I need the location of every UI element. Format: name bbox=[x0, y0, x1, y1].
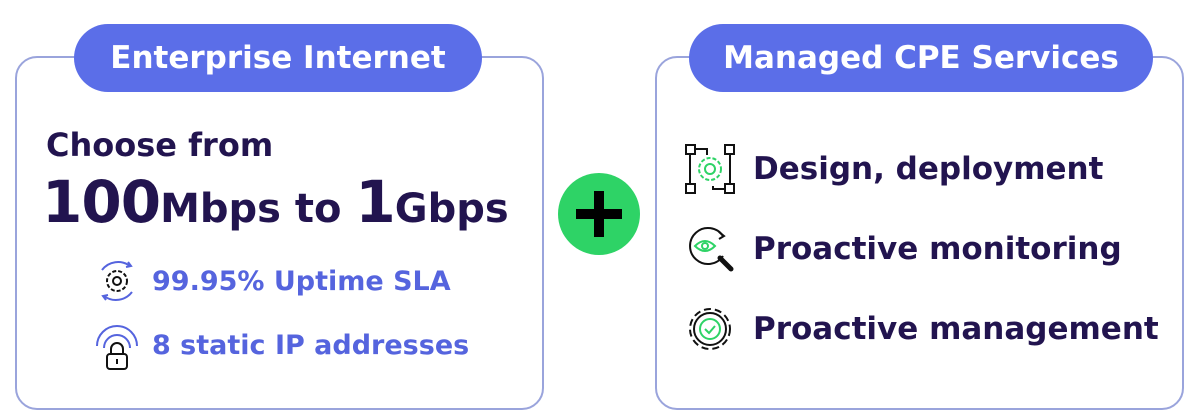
enterprise-internet-title: Enterprise Internet bbox=[74, 24, 482, 92]
managed-cpe-title: Managed CPE Services bbox=[689, 24, 1153, 92]
gear-check-icon bbox=[683, 302, 737, 356]
feature-label: 8 static IP addresses bbox=[152, 329, 470, 361]
feature-label: 99.95% Uptime SLA bbox=[152, 265, 451, 297]
service-design: Design, deployment bbox=[683, 142, 1103, 196]
service-monitoring: Proactive monitoring bbox=[683, 222, 1122, 276]
gear-refresh-icon bbox=[92, 256, 142, 306]
feature-static-ip: 8 static IP addresses bbox=[92, 318, 469, 372]
service-label: Proactive monitoring bbox=[753, 231, 1122, 267]
speed-range: 100Mbps to 1Gbps bbox=[42, 168, 509, 236]
service-label: Design, deployment bbox=[753, 151, 1104, 187]
service-label: Proactive management bbox=[753, 311, 1159, 347]
service-management: Proactive management bbox=[683, 302, 1159, 356]
eye-magnifier-icon bbox=[683, 222, 737, 276]
headline: Choose from bbox=[46, 126, 274, 164]
speed-max-value: 1 bbox=[355, 168, 395, 236]
speed-max-unit: Gbps bbox=[394, 186, 509, 232]
lock-signal-icon bbox=[92, 318, 142, 372]
design-gear-icon bbox=[683, 142, 737, 196]
plus-icon bbox=[558, 173, 640, 255]
speed-connector: to bbox=[280, 186, 356, 232]
speed-min-unit: Mbps bbox=[160, 186, 281, 232]
feature-uptime: 99.95% Uptime SLA bbox=[92, 256, 451, 306]
speed-min-value: 100 bbox=[42, 168, 161, 236]
